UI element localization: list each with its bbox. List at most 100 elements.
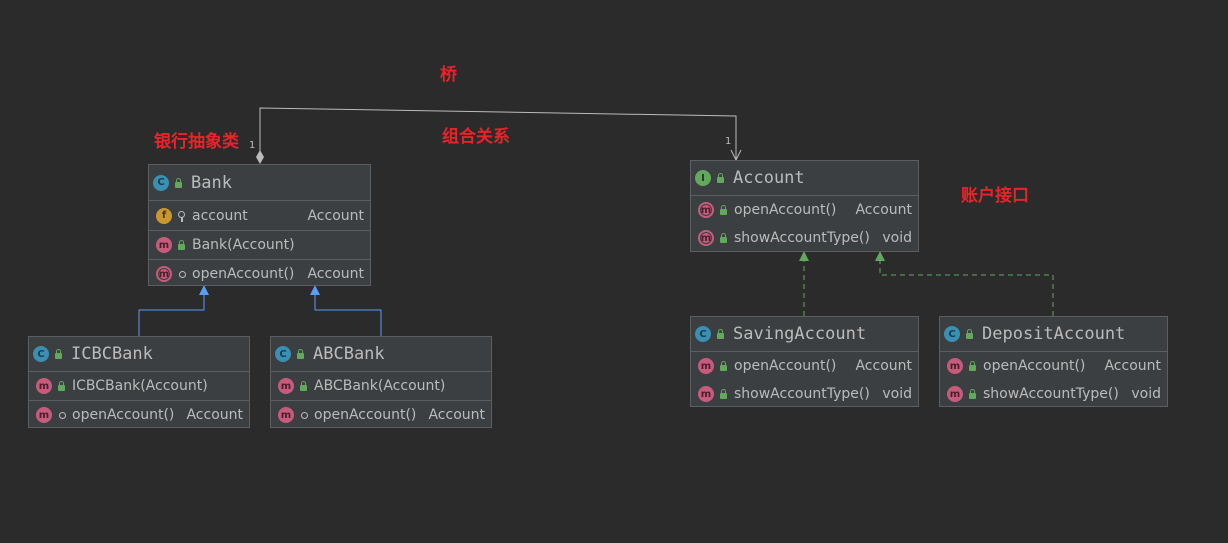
inheritance-arrow-abc: [310, 285, 320, 295]
method-icon: m: [36, 407, 52, 423]
class-name: DepositAccount: [982, 324, 1126, 344]
note-account-interface: 账户接口: [961, 186, 1029, 206]
method-icon: m: [156, 237, 172, 253]
public-icon: [964, 328, 976, 340]
method-icon: m: [36, 378, 52, 394]
package-private-icon: [176, 268, 188, 280]
class-header: C ICBCBank: [29, 337, 249, 372]
member-type: void: [1131, 386, 1161, 402]
method-row: m showAccountType() void: [940, 380, 1167, 408]
class-icon: C: [153, 174, 169, 191]
public-icon: [715, 328, 727, 340]
class-name: ICBCBank: [71, 344, 153, 364]
note-bank-abstract: 银行抽象类: [154, 132, 239, 152]
public-icon: [718, 204, 730, 216]
member-name: account: [192, 207, 248, 224]
class-icon: C: [695, 326, 711, 342]
class-bank[interactable]: C Bank f account Account m Bank(Account)…: [148, 164, 371, 286]
member-type: Account: [307, 207, 364, 224]
class-savingaccount[interactable]: C SavingAccount m openAccount() Account …: [690, 316, 919, 407]
interface-account[interactable]: I Account m openAccount() Account m show…: [690, 160, 919, 252]
constructor-row: m ICBCBank(Account): [29, 372, 249, 400]
realization-line-deposit: [879, 260, 1054, 316]
multiplicity-account: 1: [725, 136, 732, 147]
method-icon: m: [947, 358, 963, 374]
public-icon: [298, 380, 310, 392]
composition-diamond: [256, 150, 264, 164]
package-private-icon: [298, 409, 310, 421]
member-type: Account: [428, 407, 485, 423]
note-bridge: 桥: [440, 65, 457, 85]
member-name: openAccount(): [72, 407, 175, 423]
inheritance-arrow-icbc: [199, 285, 209, 295]
public-icon: [967, 360, 979, 372]
method-icon: m: [698, 358, 714, 374]
member-name: openAccount(): [734, 202, 837, 218]
public-icon: [295, 348, 307, 360]
method-row: m openAccount() Account: [149, 259, 370, 288]
class-icon: C: [275, 346, 291, 362]
class-abcbank[interactable]: C ABCBank m ABCBank(Account) m openAccou…: [270, 336, 492, 428]
field-icon: f: [156, 207, 172, 224]
abstract-method-icon: m: [156, 266, 172, 282]
class-header: C ABCBank: [271, 337, 491, 372]
public-icon: [715, 172, 727, 184]
realization-arrow-saving: [799, 251, 809, 261]
realization-arrow-deposit: [875, 251, 885, 261]
public-icon: [176, 239, 188, 251]
multiplicity-bank: 1: [249, 140, 256, 151]
member-name: openAccount(): [192, 266, 295, 282]
method-icon: m: [698, 386, 714, 402]
member-name: openAccount(): [734, 358, 837, 374]
method-icon: m: [278, 407, 294, 423]
class-header: C DepositAccount: [940, 317, 1167, 352]
member-type: Account: [855, 358, 912, 374]
note-composition: 组合关系: [442, 127, 510, 147]
method-row: m openAccount() Account: [691, 352, 918, 380]
method-icon: m: [947, 386, 963, 402]
member-name: showAccountType(): [983, 386, 1119, 402]
public-icon: [967, 388, 979, 400]
interface-icon: I: [695, 170, 711, 186]
method-row: m openAccount() Account: [940, 352, 1167, 380]
inheritance-line-icbc: [138, 294, 205, 336]
class-name: ABCBank: [313, 344, 385, 364]
public-icon: [56, 380, 68, 392]
class-icbcbank[interactable]: C ICBCBank m ICBCBank(Account) m openAcc…: [28, 336, 250, 428]
field-row: f account Account: [149, 201, 370, 230]
public-icon: [53, 348, 65, 360]
member-name: showAccountType(): [734, 230, 870, 246]
member-name: ICBCBank(Account): [72, 378, 208, 394]
class-depositaccount[interactable]: C DepositAccount m openAccount() Account…: [939, 316, 1168, 407]
method-icon: m: [278, 378, 294, 394]
abstract-method-icon: m: [698, 202, 714, 218]
member-type: Account: [1104, 358, 1161, 374]
member-name: Bank(Account): [192, 237, 295, 253]
abstract-method-icon: m: [698, 230, 714, 246]
method-row: m showAccountType() void: [691, 380, 918, 408]
class-name: SavingAccount: [733, 324, 867, 344]
member-type: Account: [307, 266, 364, 282]
method-row: m openAccount() Account: [271, 400, 491, 429]
inheritance-line-abc: [314, 294, 382, 336]
public-icon: [173, 177, 185, 189]
member-name: showAccountType(): [734, 386, 870, 402]
class-name: Account: [733, 168, 805, 188]
public-icon: [718, 360, 730, 372]
method-row: m openAccount() Account: [691, 196, 918, 224]
class-name: Bank: [191, 172, 232, 193]
method-row: m showAccountType() void: [691, 224, 918, 252]
public-icon: [718, 388, 730, 400]
class-icon: C: [33, 346, 49, 362]
member-type: void: [882, 386, 912, 402]
class-icon: C: [944, 326, 960, 342]
private-icon: [176, 210, 188, 222]
public-icon: [718, 232, 730, 244]
member-type: Account: [186, 407, 243, 423]
class-header: C SavingAccount: [691, 317, 918, 352]
member-type: void: [882, 230, 912, 246]
member-name: openAccount(): [983, 358, 1086, 374]
method-row: m openAccount() Account: [29, 400, 249, 429]
member-type: Account: [855, 202, 912, 218]
class-header: C Bank: [149, 165, 370, 201]
